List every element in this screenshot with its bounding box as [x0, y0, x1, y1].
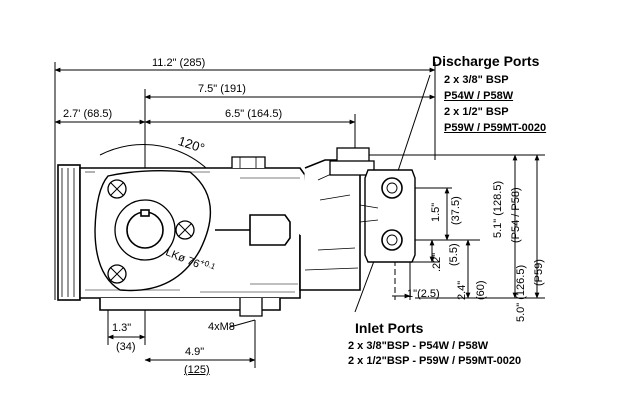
base-width-mm-label: (125) [184, 364, 210, 376]
discharge-ports-line3: 2 x 1/2" BSP [444, 106, 509, 118]
discharge-leader [394, 74, 431, 181]
dim-overall-width-label: 11.2" (285) [152, 57, 206, 69]
port-small-mm-label: (5.5) [448, 243, 460, 266]
discharge-ports-title: Discharge Ports [432, 53, 540, 69]
port-spacing-in-label: 1.5" [430, 202, 442, 222]
pump-body [57, 147, 416, 317]
discharge-ports-line4: P59W / P59MT-0020 [444, 122, 547, 134]
dim-left-offset-label: 2.7' (68.5) [63, 108, 113, 120]
bolt-heads [107, 179, 195, 284]
inlet-ports-title: Inlet Ports [355, 320, 424, 336]
discharge-ports-line1: 2 x 3/8" BSP [444, 74, 509, 86]
mount-holes-label: 4xM8 [208, 321, 235, 333]
height-p54-models-label: (P54 / P58) [510, 187, 522, 243]
discharge-cap [336, 147, 370, 163]
inlet-ports-line1: 2 x 3/8"BSP - P54W / P58W [348, 340, 489, 352]
height-p54-label: 5.1" (128.5) [492, 180, 504, 238]
shaft [126, 211, 164, 249]
base-feet [99, 298, 281, 311]
port-small-in-label: .22" [431, 252, 443, 272]
base-width-in-label: 4.9" [185, 346, 205, 358]
foot-offset-in-label: 1.3" [112, 322, 132, 334]
mount-holes-leader [229, 319, 256, 328]
mounting-foot [239, 298, 263, 317]
foot-offset-mm-label: (34) [116, 341, 136, 353]
shaft-key [140, 209, 150, 217]
height-p59-label: 5.0" (126.5) [515, 264, 527, 322]
port-height-mm-label: (60) [475, 280, 487, 300]
shaft-tolerance: +0.1 [198, 257, 217, 272]
dim-mid-span-label: 6.5" (164.5) [225, 108, 283, 120]
dim-center-span-label: 7.5" (191) [198, 83, 246, 95]
port-spacing-mm-label: (37.5) [450, 196, 462, 225]
inlet-ports-line2: 2 x 1/2"BSP - P59W / P59MT-0020 [348, 355, 522, 367]
port-height-in-label: 2.4" [456, 280, 468, 300]
left-flange [57, 164, 81, 301]
height-p59-models-label: (P59) [533, 259, 545, 286]
top-nut [231, 156, 266, 168]
manifold-block [299, 159, 361, 291]
lever [249, 214, 291, 246]
discharge-ports-line2: P54W / P58W [444, 90, 514, 102]
port-inset-label: .1"(2.5) [404, 288, 440, 300]
